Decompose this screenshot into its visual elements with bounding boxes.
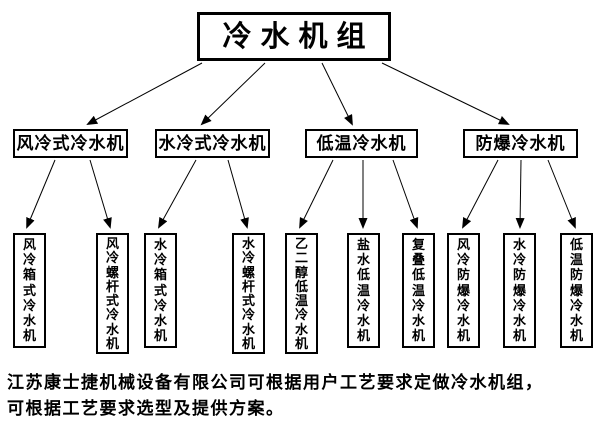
leaf-air-cooled-screw-chiller: 风 冷 螺 杆 式 冷 水 机 [96,233,129,354]
company-note: 江苏康士捷机械设备有限公司可根据用户工艺要求定做冷水机组， 可根据工艺要求选型及… [7,370,597,422]
leaf-glycol-low-temp-chiller: 乙 二 醇 低 温 冷 水 机 [285,233,318,354]
branch-low-temp-chiller: 低温冷水机 [305,129,418,158]
leaf-brine-low-temp-chiller: 盐 水 低 温 冷 水 机 [347,233,380,348]
leaf-air-cooled-explosion-proof-chiller: 风 冷 防 爆 冷 水 机 [447,233,480,348]
leaf-cascade-low-temp-chiller: 复 叠 低 温 冷 水 机 [402,233,435,348]
leaf-low-temp-explosion-proof-chiller: 低 温 防 爆 冷 水 机 [560,233,593,348]
leaf-water-cooled-box-chiller: 水 冷 箱 式 冷 水 机 [144,233,177,348]
leaf-water-cooled-explosion-proof-chiller: 水 冷 防 爆 冷 水 机 [503,233,536,348]
branch-air-cooled-chiller: 风冷式冷水机 [13,129,128,158]
root-node-chiller-unit: 冷水机组 [197,12,391,61]
branch-water-cooled-chiller: 水冷式冷水机 [155,129,270,158]
company-note-line2: 可根据工艺要求选型及提供方案。 [7,399,285,418]
leaf-water-cooled-screw-chiller: 水 冷 螺 杆 式 冷 水 机 [232,233,265,354]
leaf-air-cooled-box-chiller: 风 冷 箱 式 冷 水 机 [13,233,46,348]
branch-explosion-proof-chiller: 防爆冷水机 [463,129,578,158]
company-note-line1: 江苏康士捷机械设备有限公司可根据用户工艺要求定做冷水机组， [7,373,544,392]
